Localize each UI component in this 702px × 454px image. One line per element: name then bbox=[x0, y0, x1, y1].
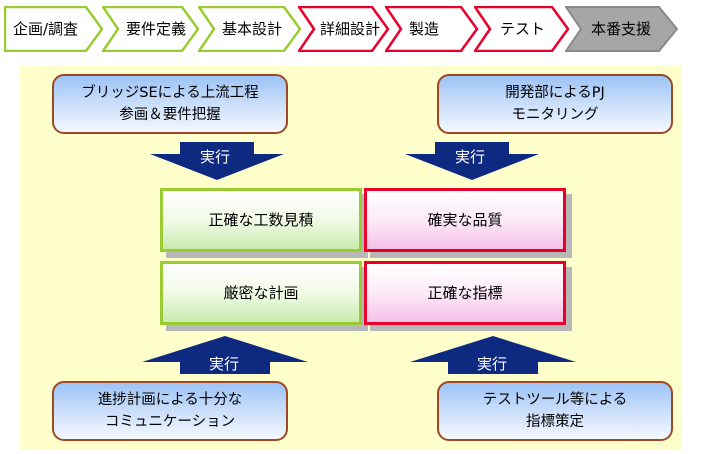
test-tool-metrics-line2: 指標策定 bbox=[526, 414, 584, 430]
phase-shape bbox=[198, 6, 302, 52]
down-arrow-icon bbox=[405, 142, 539, 180]
phase-shape bbox=[474, 6, 570, 52]
phase-planning: 企画/調査 bbox=[4, 6, 104, 52]
progress-communication-line2: コミュニケーション bbox=[104, 414, 236, 430]
execute-arrow-bottom-right: 実行 bbox=[410, 336, 576, 374]
phase-label: 基本設計 bbox=[222, 20, 283, 38]
execute-arrow-bottom-left: 実行 bbox=[142, 336, 308, 374]
phase-shape bbox=[565, 6, 679, 52]
pj-monitoring-box: 開発部によるPJ モニタリング bbox=[437, 74, 673, 134]
phase-test: テスト bbox=[474, 6, 570, 52]
bridge-se-line1: ブリッジSEによる上流工程 bbox=[81, 85, 259, 101]
effort-estimate-box: 正確な工数見積 bbox=[160, 188, 362, 252]
phase-requirements: 要件定義 bbox=[102, 6, 200, 52]
execute-arrow-top-right: 実行 bbox=[405, 142, 539, 180]
phase-detail-design: 詳細設計 bbox=[298, 6, 390, 52]
quality-box: 確実な品質 bbox=[364, 188, 566, 252]
up-arrow-icon bbox=[410, 336, 576, 374]
test-tool-metrics-box: テストツール等による 指標策定 bbox=[437, 381, 673, 441]
progress-communication-box: 進捗計画による十分な コミュニケーション bbox=[52, 381, 288, 441]
phase-shape bbox=[298, 6, 390, 52]
execute-label: 実行 bbox=[477, 355, 508, 373]
accurate-metrics-box: 正確な指標 bbox=[364, 261, 566, 325]
pj-monitoring-line2: モニタリング bbox=[511, 107, 599, 123]
up-arrow-icon bbox=[142, 336, 308, 374]
execute-label: 実行 bbox=[200, 148, 231, 166]
pj-monitoring-line1: 開発部によるPJ bbox=[505, 85, 605, 101]
process-phase-bar: 企画/調査 要件定義 基本設計 詳細設計 製造 テスト 本番支援 bbox=[4, 6, 698, 52]
phase-shape bbox=[102, 6, 200, 52]
down-arrow-icon bbox=[150, 142, 284, 180]
phase-label: 企画/調査 bbox=[13, 20, 79, 38]
phase-label: 要件定義 bbox=[126, 20, 187, 38]
test-tool-metrics-line1: テストツール等による bbox=[482, 392, 628, 408]
phase-shape bbox=[385, 6, 479, 52]
phase-shape bbox=[4, 6, 104, 52]
execute-label: 実行 bbox=[209, 355, 240, 373]
phase-label: 本番支援 bbox=[591, 20, 652, 38]
progress-communication-line1: 進捗計画による十分な bbox=[97, 392, 243, 408]
execute-label: 実行 bbox=[455, 148, 486, 166]
execute-arrow-top-left: 実行 bbox=[150, 142, 284, 180]
phase-production-support: 本番支援 bbox=[565, 6, 679, 52]
phase-label: 製造 bbox=[409, 20, 440, 38]
strict-plan-box: 厳密な計画 bbox=[160, 261, 362, 325]
phase-label: テスト bbox=[500, 20, 546, 38]
bridge-se-box: ブリッジSEによる上流工程 参画＆要件把握 bbox=[52, 74, 288, 134]
phase-manufacturing: 製造 bbox=[385, 6, 479, 52]
bridge-se-line2: 参画＆要件把握 bbox=[119, 107, 221, 123]
phase-basic-design: 基本設計 bbox=[198, 6, 302, 52]
phase-label: 詳細設計 bbox=[320, 20, 381, 38]
